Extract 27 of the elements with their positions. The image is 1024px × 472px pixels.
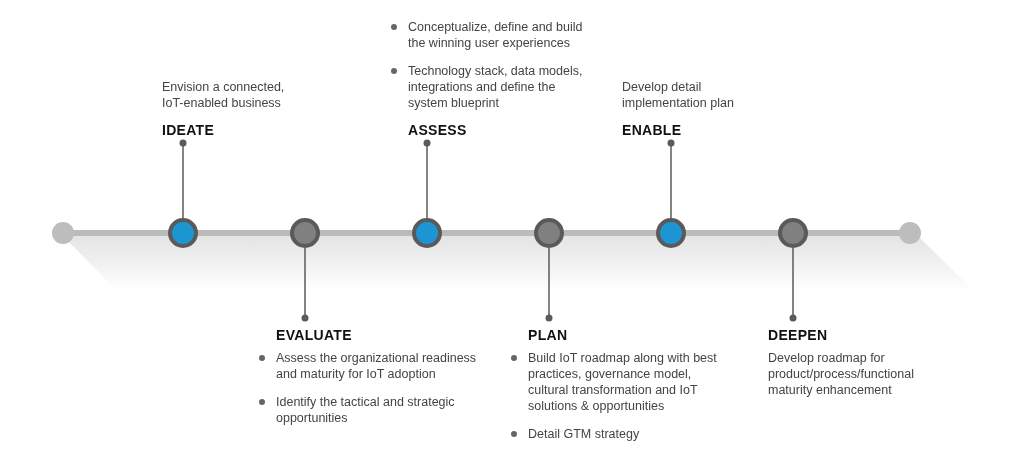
stage-description: Develop roadmap for product/process/functional maturity enhancement <box>768 350 915 398</box>
stage-title: EVALUATE <box>276 326 352 344</box>
bullet-text: Build IoT roadmap along with best practices, governance model, cultural transformation and IoT solutions & opportunities <box>528 350 718 414</box>
stage-title: ENABLE <box>622 121 682 140</box>
leader-line <box>667 139 675 219</box>
leader-line <box>423 139 431 219</box>
stage-description: Develop detail implementation plan <box>622 79 735 111</box>
bullet-text: Detail GTM strategy <box>528 426 640 442</box>
milestone-circle <box>656 218 686 248</box>
stage-title: PLAN <box>528 326 568 344</box>
stage-description: Envision a connected, IoT-enabled business <box>162 79 286 111</box>
leader-line <box>301 247 309 322</box>
milestone-circle <box>534 218 564 248</box>
bullet-text: Conceptualize, define and build the winning user experiences <box>408 19 584 51</box>
bullet-text: Identify the tactical and strategic opportunities <box>276 394 456 426</box>
leader-line <box>545 247 553 322</box>
milestone-circle <box>168 218 198 248</box>
milestone-circle <box>778 218 808 248</box>
stage-title: IDEATE <box>162 121 215 140</box>
milestone-circle <box>290 218 320 248</box>
stage-title: DEEPEN <box>768 326 828 344</box>
bullet-text: Assess the organizational readiness and maturity for IoT adoption <box>276 350 478 382</box>
stage-title: ASSESS <box>408 121 467 140</box>
leader-line <box>789 247 797 322</box>
leader-line <box>179 139 187 219</box>
bullet-text: Technology stack, data models, integrations and define the system blueprint <box>408 63 584 111</box>
milestone-circle <box>412 218 442 248</box>
